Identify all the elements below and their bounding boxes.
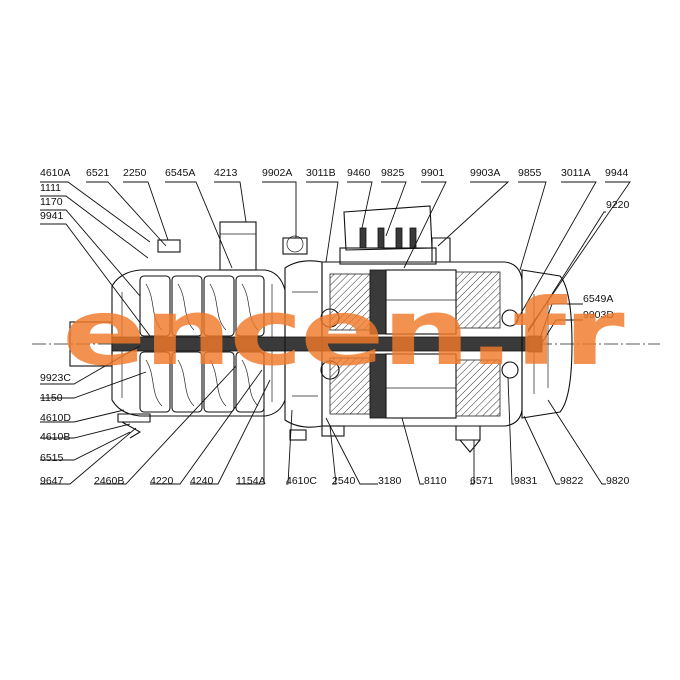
- part-label: 2460B: [94, 475, 124, 487]
- part-label: 9903D: [583, 309, 614, 321]
- part-label: 8110: [424, 475, 447, 487]
- part-label: 9855: [518, 167, 542, 179]
- part-label: 9831: [514, 475, 538, 487]
- part-label: 1111: [40, 182, 61, 194]
- part-label: 6545A: [165, 167, 195, 179]
- part-labels: 4610A 6521 2250 6545A 4213 9902A 3011B 9…: [40, 167, 630, 487]
- part-label: 9220: [606, 199, 630, 211]
- part-label: 9901: [421, 167, 445, 179]
- part-label: 3011A: [561, 167, 591, 179]
- part-label: 9460: [347, 167, 371, 179]
- part-label: 9903A: [470, 167, 500, 179]
- part-label: 9944: [605, 167, 629, 179]
- part-label: 6521: [86, 167, 110, 179]
- part-label: 4240: [190, 475, 214, 487]
- part-label: 3011B: [306, 167, 336, 179]
- watermark: encen.fr: [62, 279, 626, 386]
- part-label: 9902A: [262, 167, 292, 179]
- part-label: 9822: [560, 475, 584, 487]
- leader-lines: [40, 181, 631, 485]
- part-label: 4610B: [40, 431, 70, 443]
- part-label: 3180: [378, 475, 402, 487]
- pump-drawing: [32, 205, 660, 453]
- part-label: 2540: [332, 475, 356, 487]
- part-label: 1150: [40, 392, 63, 404]
- part-label: 1170: [40, 196, 63, 208]
- part-label: 9941: [40, 210, 64, 222]
- part-label: 1154A: [236, 475, 266, 487]
- part-label: 4610C: [286, 475, 317, 487]
- impeller-stages: [139, 275, 265, 413]
- part-label: 6549A: [583, 293, 613, 305]
- part-label: 9820: [606, 475, 630, 487]
- part-label: 9825: [381, 167, 405, 179]
- part-label: 2250: [123, 167, 147, 179]
- part-label: 4213: [214, 167, 238, 179]
- part-label: 4220: [150, 475, 174, 487]
- part-label: 9923C: [40, 372, 71, 384]
- part-label: 6515: [40, 452, 64, 464]
- part-label: 9647: [40, 475, 64, 487]
- part-label: 4610D: [40, 412, 71, 424]
- part-label: 4610A: [40, 167, 70, 179]
- part-label: 6571: [470, 475, 494, 487]
